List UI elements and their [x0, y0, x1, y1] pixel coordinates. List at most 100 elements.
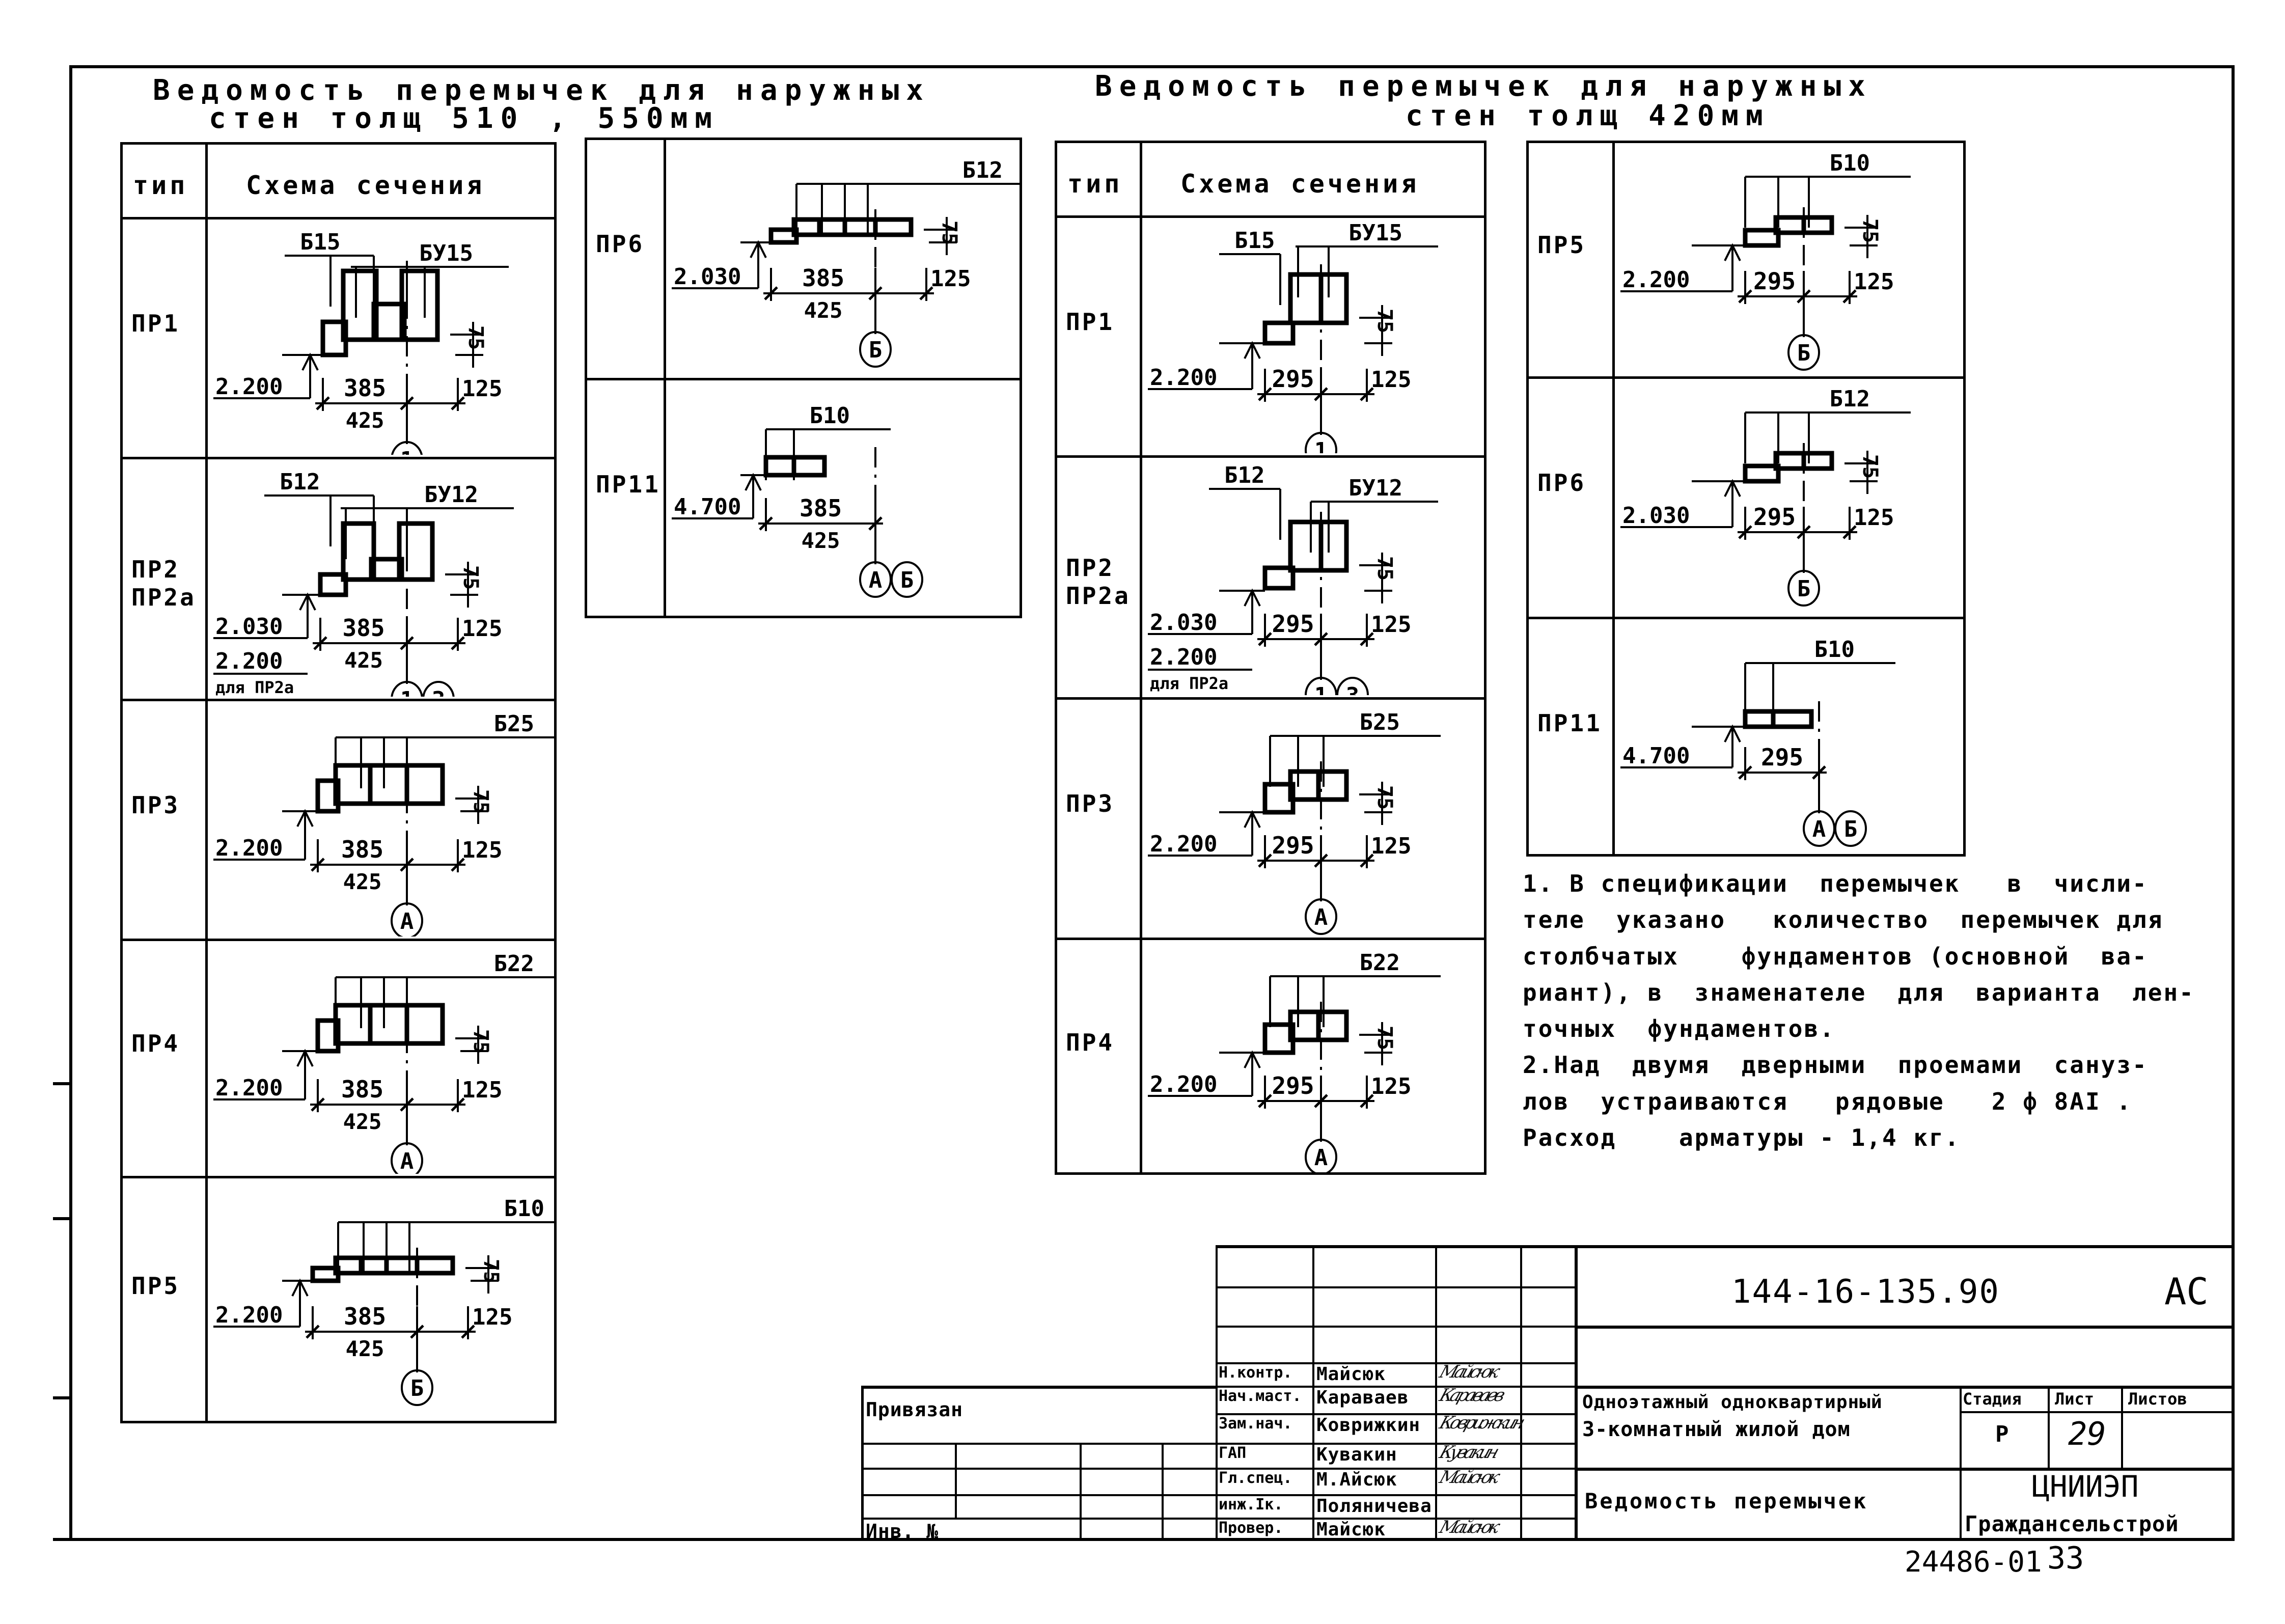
elevation-arrow-head — [745, 473, 762, 491]
dimension-a: 385 — [341, 836, 383, 863]
dimension-tick — [313, 636, 327, 650]
table-row-divider — [120, 939, 557, 941]
elevation-value: 2.200 — [215, 1075, 283, 1101]
table-column-divider — [205, 142, 208, 1423]
lintel-block — [1743, 463, 1781, 484]
dimension-tick — [316, 396, 330, 410]
dimension-b: 425 — [343, 1109, 382, 1134]
title-block-row — [1216, 1443, 1575, 1445]
table-column-divider — [1140, 141, 1142, 1175]
table-row-divider — [120, 457, 557, 459]
title-block-border — [861, 1538, 2234, 1541]
dimension-tick — [1258, 632, 1272, 646]
lintel-type: ПР5 — [131, 1272, 180, 1300]
axis-bubble — [859, 331, 892, 368]
height-dim: 75 — [1373, 1026, 1396, 1050]
mark-label: БУ15 — [1348, 220, 1402, 246]
title-block-row — [861, 1518, 1216, 1520]
table-row-divider — [120, 1176, 557, 1178]
frame-left — [69, 65, 72, 1541]
elevation-value: 2.030 — [215, 614, 283, 640]
axis-bubble — [891, 561, 923, 598]
elevation-value: 2.200 — [215, 835, 283, 861]
dimension-a: 385 — [344, 1303, 386, 1330]
mark-label: Б10 — [1814, 637, 1855, 663]
lintel-type: ПР3 — [131, 791, 180, 819]
table-border — [585, 137, 1022, 140]
dimension-a: 295 — [1272, 1072, 1314, 1099]
table-row-divider — [1055, 215, 1486, 218]
dimension-tick — [1738, 289, 1752, 304]
dimension-tick — [451, 1097, 465, 1112]
table-row-divider — [1055, 455, 1486, 458]
dimension-a: 385 — [344, 374, 386, 402]
note-line: лов устраиваются рядовые 2 ф 8АI . — [1523, 1087, 2133, 1115]
dimension-c: 125 — [1854, 269, 1894, 295]
elevation-value: 2.200 — [1150, 644, 1217, 670]
role-label: Н.контр. — [1219, 1364, 1292, 1382]
dimension-b: 425 — [344, 648, 383, 673]
mark-label: Б10 — [1830, 150, 1870, 176]
title-block-row — [1216, 1413, 1575, 1415]
mark-label: Б10 — [810, 403, 850, 429]
dimension-tick — [1360, 854, 1374, 868]
frame-tick — [53, 1217, 70, 1220]
dimension-tick — [451, 858, 465, 872]
height-dim: 75 — [459, 565, 482, 590]
axis-label: 1 — [400, 447, 414, 455]
title-block-column — [1312, 1245, 1314, 1540]
elevation-arrow-head — [1244, 341, 1261, 359]
elevation-arrow-head — [301, 352, 319, 371]
signature: Коврижкин — [1437, 1413, 1525, 1433]
elevation-value: 2.200 — [1150, 365, 1217, 391]
mark-label: Б12 — [280, 469, 320, 495]
note-line: столбчатых фундаментов (основной ва- — [1523, 942, 2148, 970]
axis-bubble — [1787, 334, 1820, 371]
sheet-label: Лист — [2055, 1389, 2095, 1409]
dimension-a: 385 — [800, 494, 842, 522]
title-block-row — [1216, 1468, 1575, 1470]
role-name: Майсюк — [1316, 1519, 1386, 1540]
lintel-block — [341, 268, 379, 342]
axis-label: 1 — [1314, 683, 1328, 695]
mark-label: Б15 — [1234, 228, 1275, 254]
dimension-b: 425 — [346, 1336, 384, 1361]
title-block-column — [1435, 1245, 1437, 1540]
lintel-block — [369, 557, 404, 582]
lintel-block — [1262, 565, 1296, 591]
height-dim: 75 — [1373, 309, 1396, 333]
axis-bubble — [1305, 1139, 1337, 1173]
sheet-title: Ведомость перемычек — [1585, 1489, 1868, 1513]
dimension-tick — [451, 396, 465, 410]
organization-line1: ЦНИИЭП — [2032, 1469, 2139, 1504]
lintel-block — [399, 268, 440, 342]
dimension-b: 425 — [343, 869, 382, 894]
height-dim: 75 — [469, 1029, 492, 1054]
title-block-column — [1520, 1245, 1522, 1540]
elevation-value: 2.030 — [1622, 503, 1690, 529]
elevation-value: 2.200 — [1622, 267, 1690, 293]
table-row-divider — [120, 699, 557, 701]
lintel-block — [1743, 228, 1781, 248]
height-dim: 75 — [1373, 556, 1396, 581]
elevation-value: 2.200 — [215, 648, 283, 674]
signature: Майсюк — [1437, 1362, 1500, 1382]
title-block-column — [955, 1443, 957, 1518]
table-border — [1526, 141, 1966, 143]
title-block-row — [861, 1386, 1216, 1389]
axis-label: 3 — [1346, 683, 1360, 695]
dimension-tick — [1738, 525, 1752, 539]
axis-label: 1 — [1314, 438, 1328, 453]
lintel-type: ПР2 — [131, 555, 180, 583]
lintel-type: ПР2а — [131, 583, 196, 611]
footer-page: 33 — [2047, 1540, 2084, 1576]
axis-label: Б — [900, 567, 914, 593]
height-dim: 75 — [1373, 785, 1396, 810]
dimension-tick — [1258, 854, 1272, 868]
elevation-value: 2.200 — [215, 374, 283, 400]
title-block-row — [1216, 1286, 1575, 1288]
